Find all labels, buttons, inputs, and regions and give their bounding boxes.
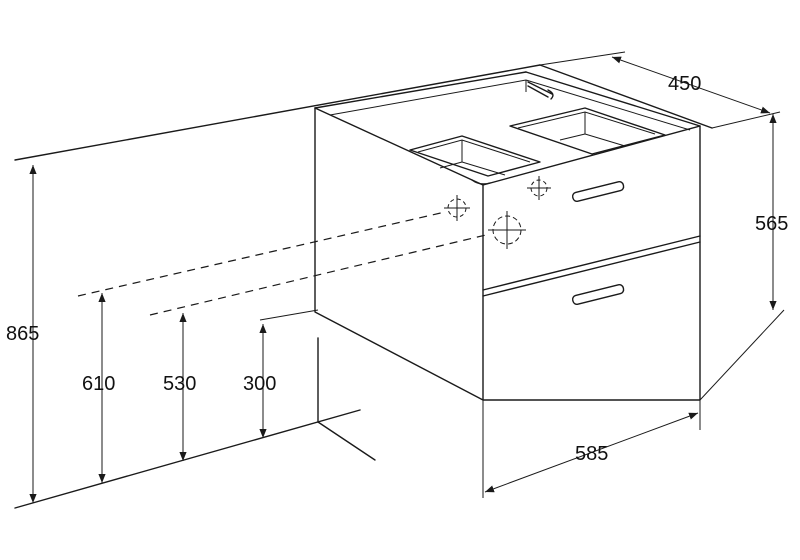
crosshair-marker: [488, 211, 526, 249]
pipe-guide-line: [149, 233, 491, 316]
dimension-pipe-low-label: 300: [243, 373, 276, 395]
dimension-depth: 450: [539, 51, 781, 129]
crosshair-marker: [444, 195, 470, 221]
dimension-pipe-high-label: 610: [82, 373, 115, 395]
dimension-pipe-high: 610: [82, 293, 115, 483]
drawer-trays: [409, 107, 666, 177]
dimension-cabinet-height-label: 565: [755, 213, 788, 235]
dimension-pipe-mid: 530: [163, 313, 196, 461]
dimension-pipe-low: 300: [243, 309, 319, 438]
crosshair-marker: [527, 176, 551, 200]
pipe-markers: [77, 176, 551, 316]
dimension-depth-label: 450: [668, 73, 701, 95]
dimension-total-height-label: 865: [6, 323, 39, 345]
dimension-total-height: 865: [6, 165, 39, 503]
dimension-pipe-mid-label: 530: [163, 373, 196, 395]
drawer-handle-bottom: [571, 283, 625, 305]
wall: [14, 64, 713, 509]
pipe-guide-line: [77, 211, 446, 297]
dimension-width: 585: [482, 400, 701, 498]
dimension-width-label: 585: [575, 443, 608, 465]
dimension-cabinet-height: 565: [699, 114, 788, 401]
drawer-handle-top: [571, 180, 625, 202]
